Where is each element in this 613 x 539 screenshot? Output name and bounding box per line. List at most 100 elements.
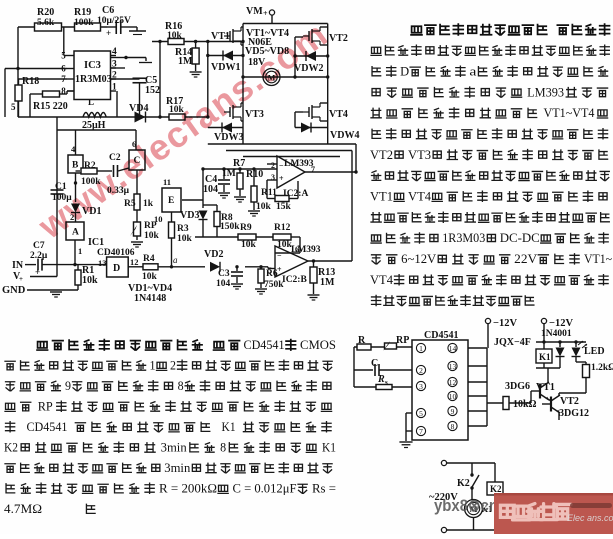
svg-text:10μ/25V: 10μ/25V xyxy=(97,16,131,26)
svg-text:VT3: VT3 xyxy=(408,148,431,162)
svg-text:R5: R5 xyxy=(124,199,136,209)
svg-text:VT2: VT2 xyxy=(329,33,348,44)
svg-text:104: 104 xyxy=(203,184,218,195)
svg-text:2: 2 xyxy=(170,359,176,373)
svg-text:750k: 750k xyxy=(264,280,284,290)
svg-text:R: R xyxy=(358,335,366,346)
svg-text:C5: C5 xyxy=(145,75,157,86)
svg-text:VDW1: VDW1 xyxy=(211,62,240,73)
svg-text:VT4: VT4 xyxy=(329,109,348,120)
svg-text:IC3: IC3 xyxy=(84,60,101,71)
svg-text:2: 2 xyxy=(419,366,423,375)
svg-text:VM: VM xyxy=(246,6,263,17)
svg-text:2: 2 xyxy=(112,71,117,81)
svg-text:R13: R13 xyxy=(318,267,335,278)
svg-text:13: 13 xyxy=(449,362,457,371)
svg-text:−: − xyxy=(279,161,284,170)
svg-text:VT1~VT4: VT1~VT4 xyxy=(246,28,289,39)
svg-text:C7: C7 xyxy=(33,241,45,251)
svg-text:R15 220: R15 220 xyxy=(33,101,68,112)
svg-text:VT1: VT1 xyxy=(211,31,230,42)
svg-text:3: 3 xyxy=(271,173,275,182)
svg-text:VD1: VD1 xyxy=(82,206,101,217)
svg-text:R11: R11 xyxy=(261,188,277,198)
svg-text:8: 8 xyxy=(220,441,226,455)
svg-text:−12V: −12V xyxy=(549,318,573,329)
svg-text:VD1~VD4: VD1~VD4 xyxy=(128,283,172,294)
svg-text:10k: 10k xyxy=(167,31,183,41)
svg-text:VT2: VT2 xyxy=(370,148,393,162)
svg-text:LM393: LM393 xyxy=(291,245,321,255)
svg-text:K1: K1 xyxy=(222,420,236,434)
svg-text:VD4: VD4 xyxy=(129,103,148,114)
svg-text:5: 5 xyxy=(11,102,16,112)
svg-text:C: C xyxy=(371,358,378,369)
svg-text:C1: C1 xyxy=(55,182,67,192)
svg-text:L: L xyxy=(88,97,94,107)
svg-text:RP: RP xyxy=(396,335,409,346)
svg-text:104: 104 xyxy=(216,279,231,289)
svg-text:ybx8⊗cn: ybx8⊗cn xyxy=(434,496,498,515)
svg-text:R12: R12 xyxy=(274,223,291,233)
svg-text:C: C xyxy=(134,156,141,166)
svg-text:10k: 10k xyxy=(256,202,272,212)
svg-text:1k: 1k xyxy=(143,199,154,209)
svg-text:2.2μ: 2.2μ xyxy=(30,251,48,261)
svg-text:R8: R8 xyxy=(221,213,233,223)
svg-text:LM393: LM393 xyxy=(527,85,564,99)
svg-text:7: 7 xyxy=(419,427,423,436)
svg-text:R9: R9 xyxy=(240,223,252,233)
svg-text:1N4001: 1N4001 xyxy=(541,329,572,339)
svg-text:4: 4 xyxy=(71,144,76,154)
svg-text:5.6k: 5.6k xyxy=(37,18,55,28)
svg-text:LED: LED xyxy=(584,346,605,357)
svg-text:DC-DC: DC-DC xyxy=(500,231,540,245)
svg-text:1: 1 xyxy=(149,359,155,373)
svg-text:1R3M03: 1R3M03 xyxy=(442,231,485,245)
svg-text:8: 8 xyxy=(178,379,184,393)
svg-text:11: 11 xyxy=(163,177,171,187)
svg-text:IC2:B: IC2:B xyxy=(282,275,307,285)
svg-text:VD2: VD2 xyxy=(204,249,223,260)
svg-text:10k: 10k xyxy=(241,240,257,250)
svg-text:6~12V: 6~12V xyxy=(401,252,436,266)
svg-text:LM393: LM393 xyxy=(284,159,314,169)
svg-text:CMOS: CMOS xyxy=(300,338,336,352)
svg-text:K2: K2 xyxy=(4,441,18,455)
svg-text:12: 12 xyxy=(449,378,457,387)
svg-text:D: D xyxy=(113,263,120,274)
svg-text:R1: R1 xyxy=(82,265,94,276)
svg-text:~220V: ~220V xyxy=(429,492,458,503)
svg-text:+: + xyxy=(35,267,40,277)
svg-text:R4: R4 xyxy=(143,254,155,264)
svg-text:M: M xyxy=(469,504,477,514)
svg-text:R3: R3 xyxy=(177,224,189,234)
svg-text:15k: 15k xyxy=(276,202,292,212)
svg-text:IC1: IC1 xyxy=(88,237,104,248)
svg-text:CD4541: CD4541 xyxy=(26,420,67,434)
svg-text:N06E: N06E xyxy=(248,37,272,48)
svg-text:10k: 10k xyxy=(177,234,193,244)
svg-text:s: s xyxy=(385,379,388,387)
svg-text:150k: 150k xyxy=(220,222,240,232)
svg-text:R7: R7 xyxy=(233,158,245,169)
svg-text:3min: 3min xyxy=(161,441,187,455)
svg-text:1N4148: 1N4148 xyxy=(134,293,166,304)
svg-text:12: 12 xyxy=(130,257,139,267)
svg-text:9: 9 xyxy=(451,407,455,416)
svg-text:13: 13 xyxy=(98,258,107,268)
svg-text:9: 9 xyxy=(65,379,71,393)
svg-text:C2: C2 xyxy=(109,153,121,163)
svg-text:R = 200kΩ: R = 200kΩ xyxy=(159,482,217,496)
svg-text:VD3: VD3 xyxy=(180,210,199,221)
svg-text:R17: R17 xyxy=(166,96,183,107)
svg-text:7: 7 xyxy=(311,165,315,174)
svg-text:5: 5 xyxy=(419,409,423,418)
svg-text:VDW3: VDW3 xyxy=(214,132,243,143)
svg-text:18V: 18V xyxy=(248,57,266,68)
svg-text:B: B xyxy=(72,161,79,171)
svg-text:+: + xyxy=(19,275,23,283)
svg-text:VT1: VT1 xyxy=(536,382,555,393)
svg-text:VT1~VT4: VT1~VT4 xyxy=(544,106,595,120)
svg-text:1R3M03: 1R3M03 xyxy=(75,74,112,85)
